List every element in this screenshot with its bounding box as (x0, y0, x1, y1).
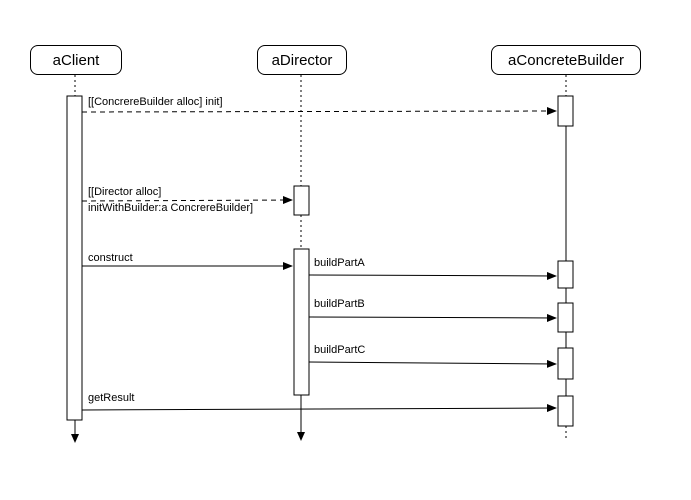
participant-adirector: aDirector (257, 45, 347, 75)
activation-builder-2 (557, 260, 574, 289)
msg-arrow-alloc-director (81, 196, 293, 205)
msg-arrow-alloc-builder (81, 107, 557, 116)
msg-label-buildpartc: buildPartC (314, 344, 366, 356)
msg-arrow-buildpartc (308, 359, 557, 368)
activation-builder-3 (557, 302, 574, 333)
msg-label-getresult: getResult (88, 392, 135, 404)
msg-label-alloc-builder: [[ConcrereBuilder alloc] init] (88, 96, 223, 108)
msg-label-construct: construct (88, 252, 133, 264)
msg-arrow-buildparta (308, 271, 557, 280)
activation-adirector-1 (293, 185, 310, 216)
activation-builder-4 (557, 347, 574, 380)
msg-arrow-getresult (81, 404, 557, 413)
msg-label-alloc-director-line2: initWithBuilder:a ConcrereBuilder] (88, 202, 254, 214)
participant-aconcretebuilder: aConcreteBuilder (491, 45, 641, 75)
activation-aclient (66, 95, 83, 421)
participant-aclient: aClient (30, 45, 122, 75)
msg-label-buildpartb: buildPartB (314, 298, 365, 310)
msg-label-buildparta: buildPartA (314, 257, 365, 269)
activation-builder-5 (557, 395, 574, 427)
activation-adirector-2 (293, 248, 310, 396)
aclient-end-arrowhead (71, 434, 79, 443)
msg-arrow-buildpartb (308, 313, 557, 322)
adirector-end-arrowhead (297, 432, 305, 441)
activation-builder-1 (557, 95, 574, 127)
msg-label-alloc-director-line1: [[Director alloc] (88, 186, 162, 198)
